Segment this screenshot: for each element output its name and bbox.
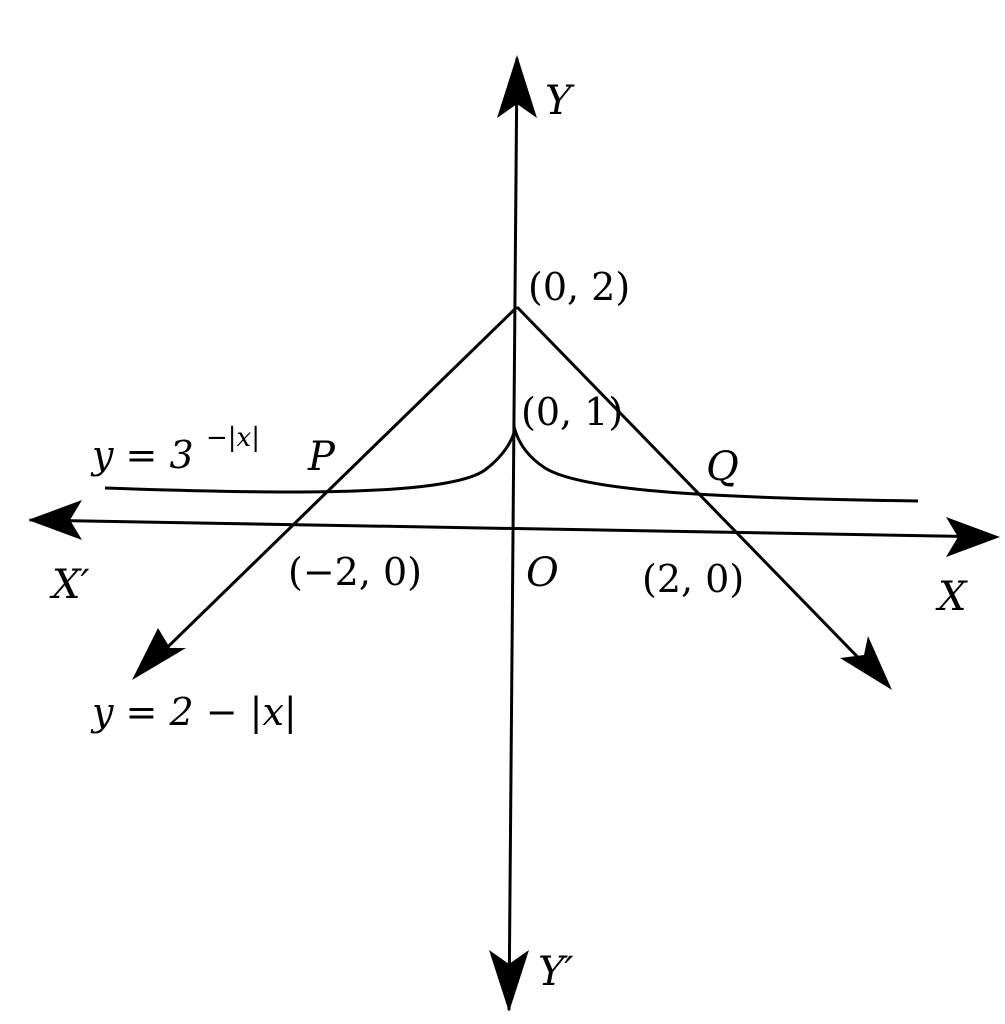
point-0-2-label: (0, 2) — [528, 265, 630, 309]
point-p-label: P — [307, 434, 336, 480]
abs-line-right-arrow — [840, 636, 892, 690]
point-0-1-label: (0, 1) — [521, 390, 623, 434]
x-axis-arrow-right — [946, 517, 1000, 557]
exp-curve — [104, 424, 919, 503]
y-axis-arrow-top — [497, 55, 537, 118]
x-axis-arrow-left — [28, 500, 82, 540]
origin-label: O — [526, 550, 559, 596]
abs-line-left — [140, 305, 519, 674]
y-axis-arrow-bottom — [489, 950, 529, 1012]
abs-line-left-arrow — [132, 628, 186, 680]
y-axis — [507, 57, 519, 1011]
abs-line-equation: y = 2 − |x| — [90, 690, 297, 734]
point-neg2-0-label: (−2, 0) — [288, 550, 422, 594]
point-q-label: Q — [706, 444, 739, 490]
exp-curve-equation: y = 3 — [90, 433, 194, 477]
point-2-0-label: (2, 0) — [642, 557, 744, 601]
x-neg-axis-label: X′ — [49, 562, 90, 608]
y-neg-axis-label: Y′ — [538, 949, 574, 995]
x-axis-label: X — [935, 574, 968, 620]
y-axis-label: Y — [545, 78, 575, 124]
exp-curve-exponent: −|x| — [206, 423, 260, 453]
